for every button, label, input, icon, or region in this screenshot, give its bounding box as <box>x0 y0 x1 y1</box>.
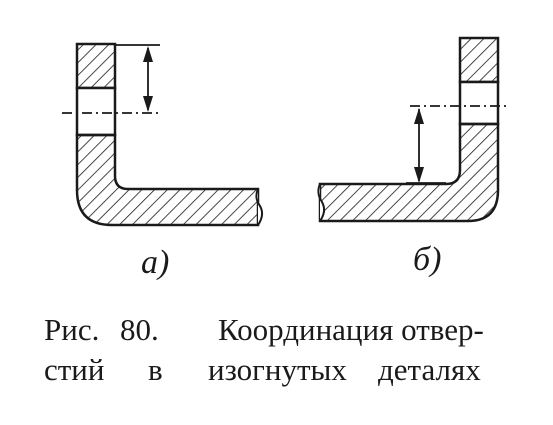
caption-title-part-1: Координация отвер- <box>218 312 484 347</box>
bent-parts-diagram <box>62 36 510 227</box>
panel-a-drawing <box>62 42 264 227</box>
caption-prefix: Рис. <box>44 312 100 347</box>
panel-a-break-line <box>255 188 264 226</box>
panel-b-arrow-down <box>414 167 424 183</box>
panel-b-arrow-up <box>414 108 424 124</box>
caption-word: в <box>148 352 163 387</box>
panel-b-bent-body <box>318 122 500 223</box>
caption-number: 80. <box>120 312 159 347</box>
panel-b-drawing <box>317 36 510 223</box>
panel-a-arrow-down <box>143 96 153 112</box>
panel-a-upper-segment <box>75 42 117 90</box>
panel-a-label: а) <box>141 244 170 281</box>
panel-b-label: б) <box>413 241 442 278</box>
panel-a-bent-body <box>75 133 260 227</box>
panel-a-hole <box>75 86 117 137</box>
panel-b-hole <box>458 80 500 126</box>
caption-word: стий <box>44 352 105 387</box>
panel-b-upper-segment <box>458 36 500 84</box>
caption-word: деталях <box>378 352 481 387</box>
caption-word: изогнутых <box>208 352 347 387</box>
panel-a-arrow-up <box>143 46 153 62</box>
panel-b-break-line <box>317 183 326 222</box>
